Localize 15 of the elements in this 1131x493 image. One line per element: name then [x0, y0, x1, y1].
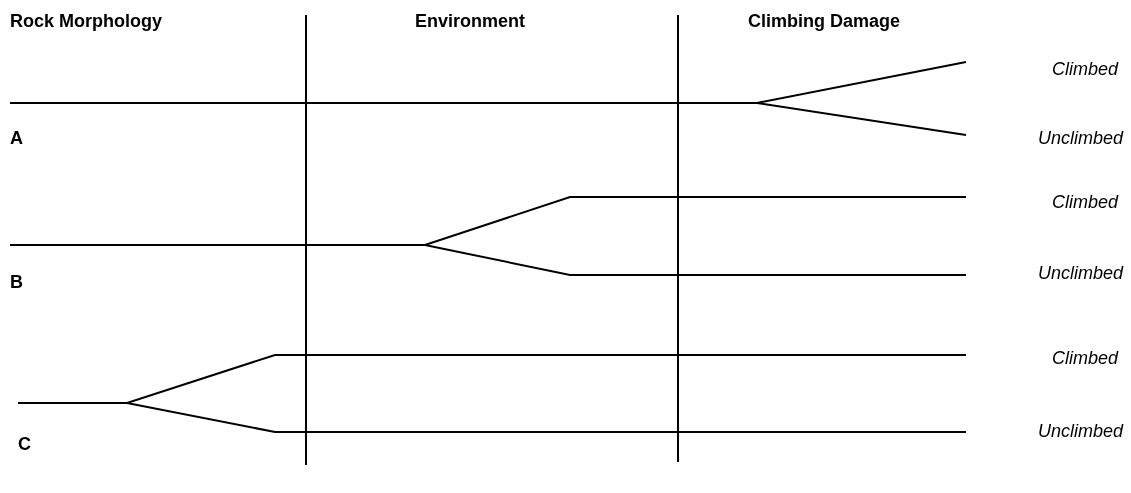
column-header: Environment — [415, 10, 525, 32]
column-header: Rock Morphology — [10, 10, 162, 32]
outcome-label: Unclimbed — [966, 416, 1131, 446]
group-label: B — [10, 245, 40, 293]
outcome-label: Unclimbed — [966, 258, 1131, 288]
group-label: A — [10, 103, 40, 149]
branch-line — [17, 402, 967, 433]
group-label: C — [18, 403, 48, 455]
branch-line — [9, 102, 967, 136]
outcome-label: Unclimbed — [966, 122, 1131, 154]
branch-line — [9, 244, 967, 276]
outcome-label: Climbed — [966, 186, 1126, 218]
outcome-label: Climbed — [966, 52, 1126, 86]
outcome-label: Climbed — [966, 342, 1126, 374]
column-header: Climbing Damage — [748, 10, 901, 32]
